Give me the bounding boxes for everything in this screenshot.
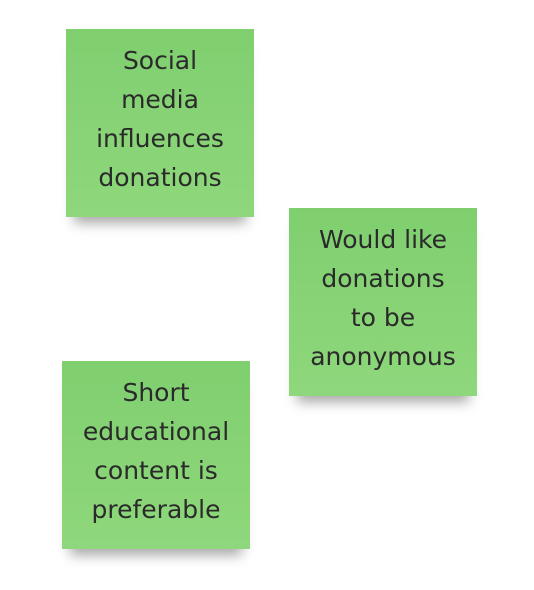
sticky-note[interactable]: Would like donations to be anonymous xyxy=(289,208,477,396)
sticky-note-text: Would like donations to be anonymous xyxy=(310,225,456,371)
sticky-note-text: Short educational content is preferable xyxy=(82,378,230,524)
sticky-note[interactable]: Social media influences donations xyxy=(66,29,254,217)
sticky-note-text: Social media influences donations xyxy=(96,46,224,192)
sticky-note[interactable]: Short educational content is preferable xyxy=(62,361,250,549)
